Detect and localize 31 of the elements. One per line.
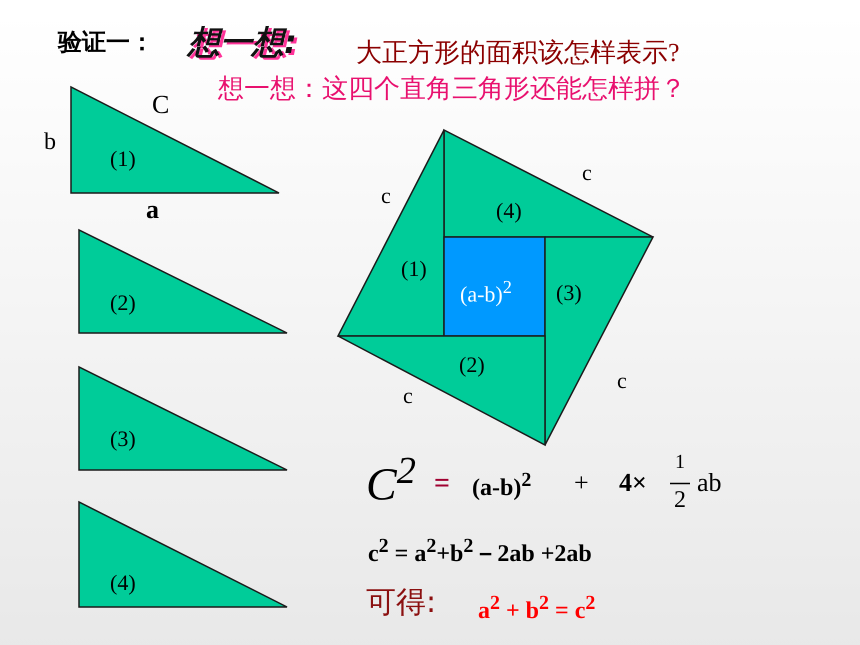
formula-sign: = xyxy=(434,470,450,498)
formula-term: C$^{2}$ xyxy=(366,452,416,508)
triangle-number: (2) xyxy=(110,292,136,314)
side-label: c xyxy=(582,162,592,184)
triangle-number: (4) xyxy=(496,200,522,222)
formula-sign: + xyxy=(574,470,589,496)
side-label: c xyxy=(403,385,413,407)
triangle-number: (3) xyxy=(556,282,582,304)
question-text: 想一想：这四个直角三角形还能怎样拼？ xyxy=(218,76,686,102)
fraction-denominator: 2 xyxy=(674,488,686,512)
formula-term: (a-b)$^{2}$ xyxy=(472,470,532,500)
side-label: C xyxy=(152,92,170,118)
triangle-number: (2) xyxy=(459,354,485,376)
triangle-number: (4) xyxy=(110,572,136,594)
side-label: a xyxy=(146,197,159,223)
triangle-number: (1) xyxy=(110,148,136,170)
prompt-heading: 想一想: xyxy=(188,26,297,58)
area-label: (a-b)$^{2}$ xyxy=(460,278,512,306)
triangle-number: (3) xyxy=(110,428,136,450)
formula-term: 4× xyxy=(619,470,647,496)
conclusion-formula: a$^{2}$ + b$^{2}$ = c$^{2}$ xyxy=(478,593,596,623)
formula-line: c$^{2}$ = a$^{2}$+b$^{2}$－2ab +2ab xyxy=(368,536,592,566)
side-label: c xyxy=(381,185,391,207)
section-heading: 验证一： xyxy=(58,30,154,54)
question-text: 大正方形的面积该怎样表示? xyxy=(356,40,680,66)
side-label: b xyxy=(44,130,56,154)
fraction-numerator: 1 xyxy=(675,452,685,472)
triangle-number: (1) xyxy=(401,258,427,280)
side-label: c xyxy=(617,370,627,392)
conclusion-label: 可得: xyxy=(366,588,436,618)
formula-term: ab xyxy=(697,470,722,496)
